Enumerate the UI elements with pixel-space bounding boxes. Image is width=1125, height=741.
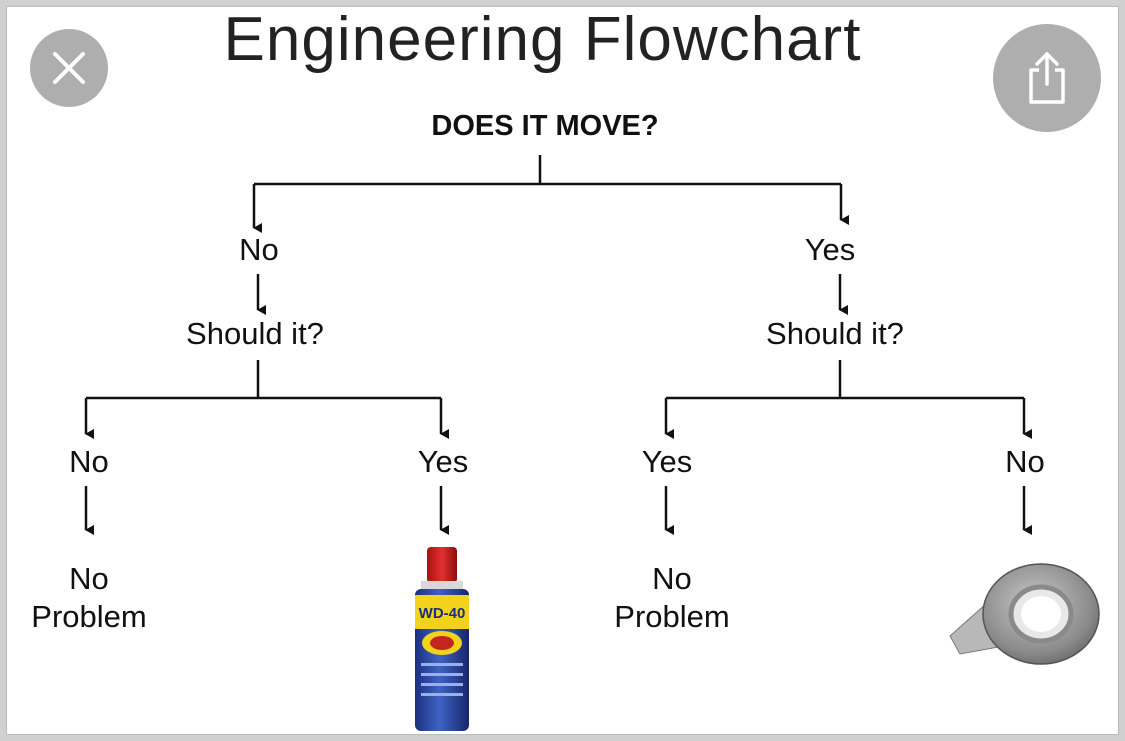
left-left-answer-no: No <box>69 444 109 479</box>
right-answer-yes: Yes <box>804 232 856 267</box>
duct-tape-image <box>949 563 1100 665</box>
share-icon <box>1029 52 1065 104</box>
left-should-it: Should it? <box>186 316 324 351</box>
share-button[interactable] <box>993 24 1101 132</box>
wd40-label: WD-40 <box>419 605 466 622</box>
right-right-answer-no: No <box>1005 444 1045 479</box>
close-button[interactable] <box>30 29 108 107</box>
left-answer-no: No <box>239 232 279 267</box>
left-right-answer-yes: Yes <box>417 444 469 479</box>
right-left-answer-yes: Yes <box>641 444 693 479</box>
result-no-problem-right: No Problem <box>614 561 730 634</box>
result-no-problem-left: No Problem <box>31 561 147 634</box>
root-question: DOES IT MOVE? <box>431 110 659 142</box>
close-icon <box>53 52 85 84</box>
flowchart-title: Engineering Flowchart <box>223 5 862 74</box>
right-should-it: Should it? <box>766 316 904 351</box>
wd40-can-image: WD-40 <box>415 547 469 731</box>
